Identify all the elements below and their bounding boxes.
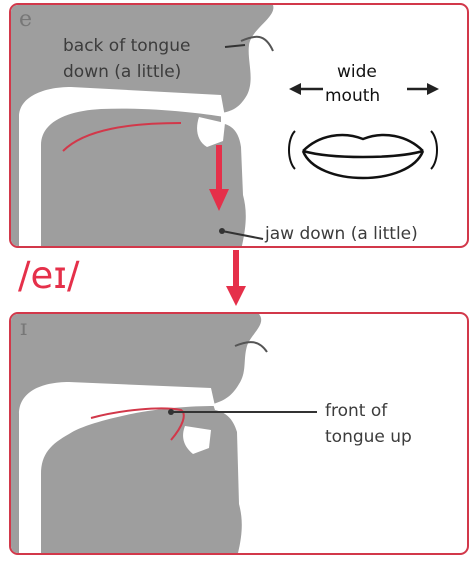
jaw-down-arrow — [209, 145, 229, 211]
top-panel-e: e back of tongue down (a little) wide mo… — [9, 3, 469, 248]
head-profile-i — [11, 314, 317, 553]
eye-line — [234, 341, 268, 353]
tongue-line — [62, 122, 182, 152]
tongue-line — [90, 407, 185, 441]
front-tongue-label-line2: tongue up — [325, 427, 412, 447]
wide-label: wide — [337, 62, 377, 82]
teeth-gap — [197, 117, 225, 147]
back-tongue-label-line1: back of tongue — [63, 36, 191, 56]
eye-line — [240, 35, 274, 52]
mouth-label: mouth — [325, 86, 381, 106]
pointer-line-back-tongue — [224, 44, 246, 48]
head-silhouette — [11, 314, 262, 553]
oral-cavity — [19, 382, 215, 553]
vowel-symbol-i: ɪ — [20, 316, 28, 341]
vowel-symbol-e: e — [19, 7, 33, 32]
teeth-gap — [183, 426, 211, 454]
ipa-symbol: /eɪ/ — [18, 254, 80, 297]
front-tongue-label-line1: front of — [325, 401, 388, 421]
back-tongue-label-line2: down (a little) — [63, 62, 182, 82]
lips-drawing — [288, 130, 438, 180]
transition-arrow — [226, 250, 246, 306]
jaw-pointer-line — [221, 230, 264, 240]
oral-cavity — [19, 87, 225, 246]
jaw-label: jaw down (a little) — [265, 224, 418, 244]
wide-arrows — [289, 83, 439, 95]
bottom-panel-i: ɪ front of tongue up — [9, 312, 469, 555]
head-profile-e — [11, 5, 439, 246]
